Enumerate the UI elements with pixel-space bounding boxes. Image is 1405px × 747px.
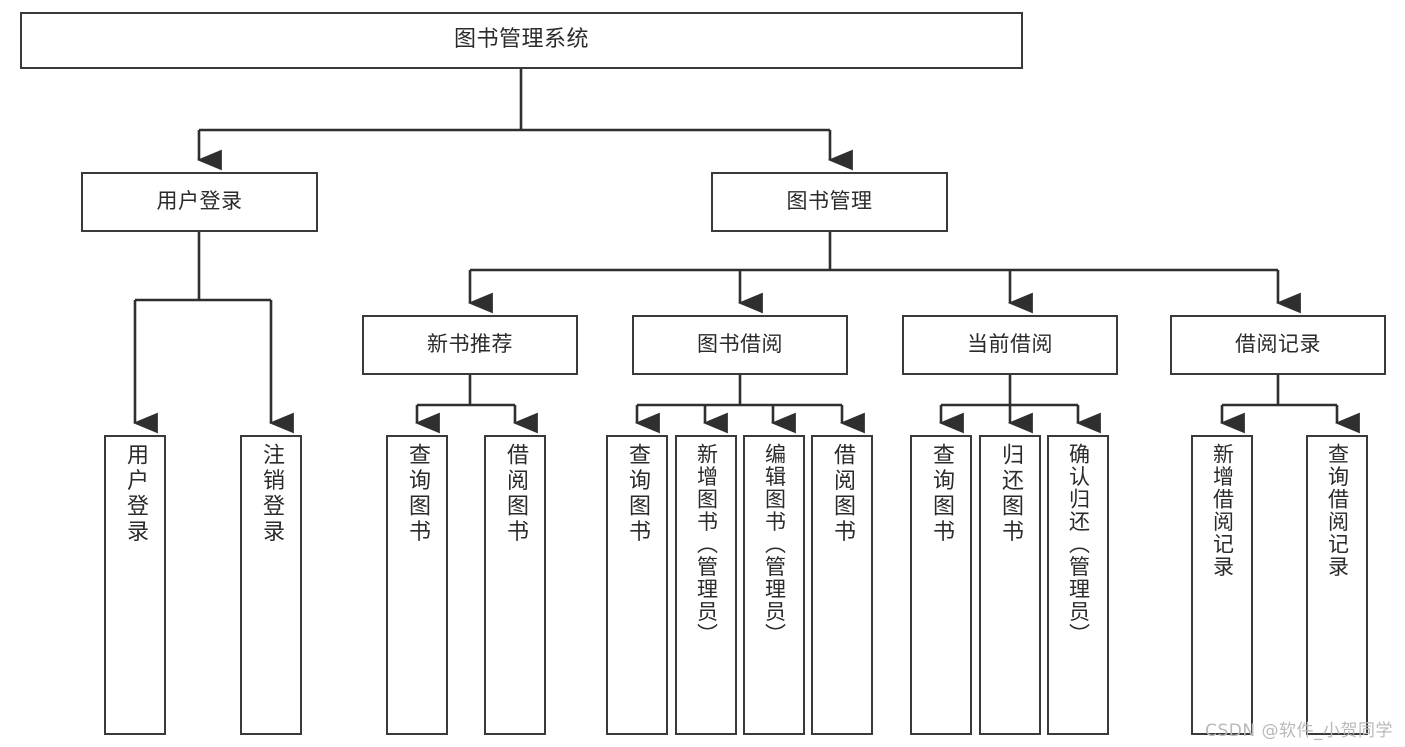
leaf-current-borrow-return-book[interactable]: 归还图书	[979, 435, 1041, 735]
node-label: 确认归还（管理员）	[1066, 443, 1091, 646]
leaf-book-borrow-add-book-admin[interactable]: 新增图书（管理员）	[675, 435, 737, 735]
leaf-new-book-query-book[interactable]: 查询图书	[386, 435, 448, 735]
node-label: 归还图书	[998, 443, 1023, 545]
node-label: 图书管理	[786, 189, 873, 214]
leaf-book-borrow-borrow-book[interactable]: 借阅图书	[811, 435, 873, 735]
node-label: 查询图书	[929, 443, 954, 545]
node-label: 用户登录	[123, 443, 148, 545]
leaf-book-borrow-query-book[interactable]: 查询图书	[606, 435, 668, 735]
node-label: 用户登录	[156, 189, 243, 214]
node-current-borrow[interactable]: 当前借阅	[902, 315, 1118, 375]
leaf-current-borrow-confirm-return-admin[interactable]: 确认归还（管理员）	[1047, 435, 1109, 735]
node-label: 当前借阅	[967, 332, 1053, 357]
node-book-borrow[interactable]: 图书借阅	[632, 315, 848, 375]
node-label: 注销登录	[259, 443, 284, 545]
leaf-new-book-borrow-book[interactable]: 借阅图书	[484, 435, 546, 735]
node-label: 查询图书	[405, 443, 430, 545]
node-label: 查询图书	[625, 443, 650, 545]
node-label: 借阅记录	[1235, 332, 1321, 357]
node-label: 图书管理系统	[453, 27, 589, 53]
node-label: 借阅图书	[503, 443, 528, 545]
leaf-book-borrow-edit-book-admin[interactable]: 编辑图书（管理员）	[743, 435, 805, 735]
node-label: 编辑图书（管理员）	[762, 443, 787, 646]
node-label: 借阅图书	[830, 443, 855, 545]
node-user-login[interactable]: 用户登录	[81, 172, 318, 232]
leaf-borrow-record-query-record[interactable]: 查询借阅记录	[1306, 435, 1368, 735]
node-label: 查询借阅记录	[1325, 443, 1350, 578]
node-book-management[interactable]: 图书管理	[711, 172, 948, 232]
node-label: 新书推荐	[427, 332, 513, 357]
node-label: 新增借阅记录	[1210, 443, 1235, 578]
node-root-library-system[interactable]: 图书管理系统	[20, 12, 1023, 69]
leaf-current-borrow-query-book[interactable]: 查询图书	[910, 435, 972, 735]
leaf-user-login-logout[interactable]: 注销登录	[240, 435, 302, 735]
node-borrow-record[interactable]: 借阅记录	[1170, 315, 1386, 375]
leaf-user-login-login[interactable]: 用户登录	[104, 435, 166, 735]
node-label: 新增图书（管理员）	[694, 443, 719, 646]
node-new-book-recommend[interactable]: 新书推荐	[362, 315, 578, 375]
leaf-borrow-record-add-record[interactable]: 新增借阅记录	[1191, 435, 1253, 735]
node-label: 图书借阅	[697, 332, 783, 357]
watermark: CSDN @软件_小贺同学	[1205, 721, 1393, 741]
